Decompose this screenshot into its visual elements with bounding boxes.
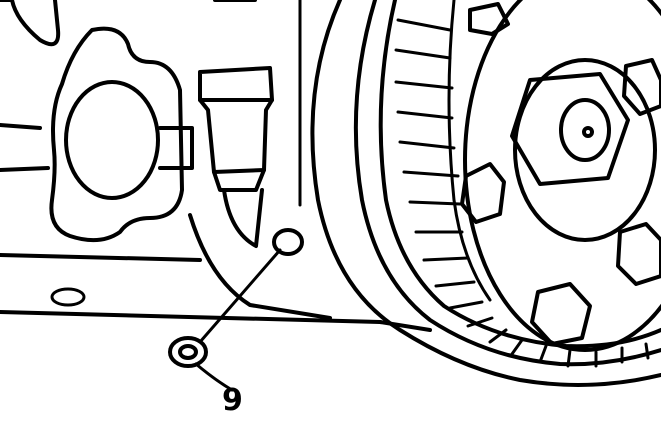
sensor-housing <box>198 66 274 248</box>
callout-leader <box>194 362 234 392</box>
wing-nut <box>49 26 194 243</box>
washer-seat <box>272 228 304 256</box>
leader-line <box>198 248 282 344</box>
hub-bolts <box>460 2 661 346</box>
timing-gear <box>310 0 661 387</box>
washer <box>168 336 208 368</box>
callout-label-9: 9 <box>222 383 243 418</box>
